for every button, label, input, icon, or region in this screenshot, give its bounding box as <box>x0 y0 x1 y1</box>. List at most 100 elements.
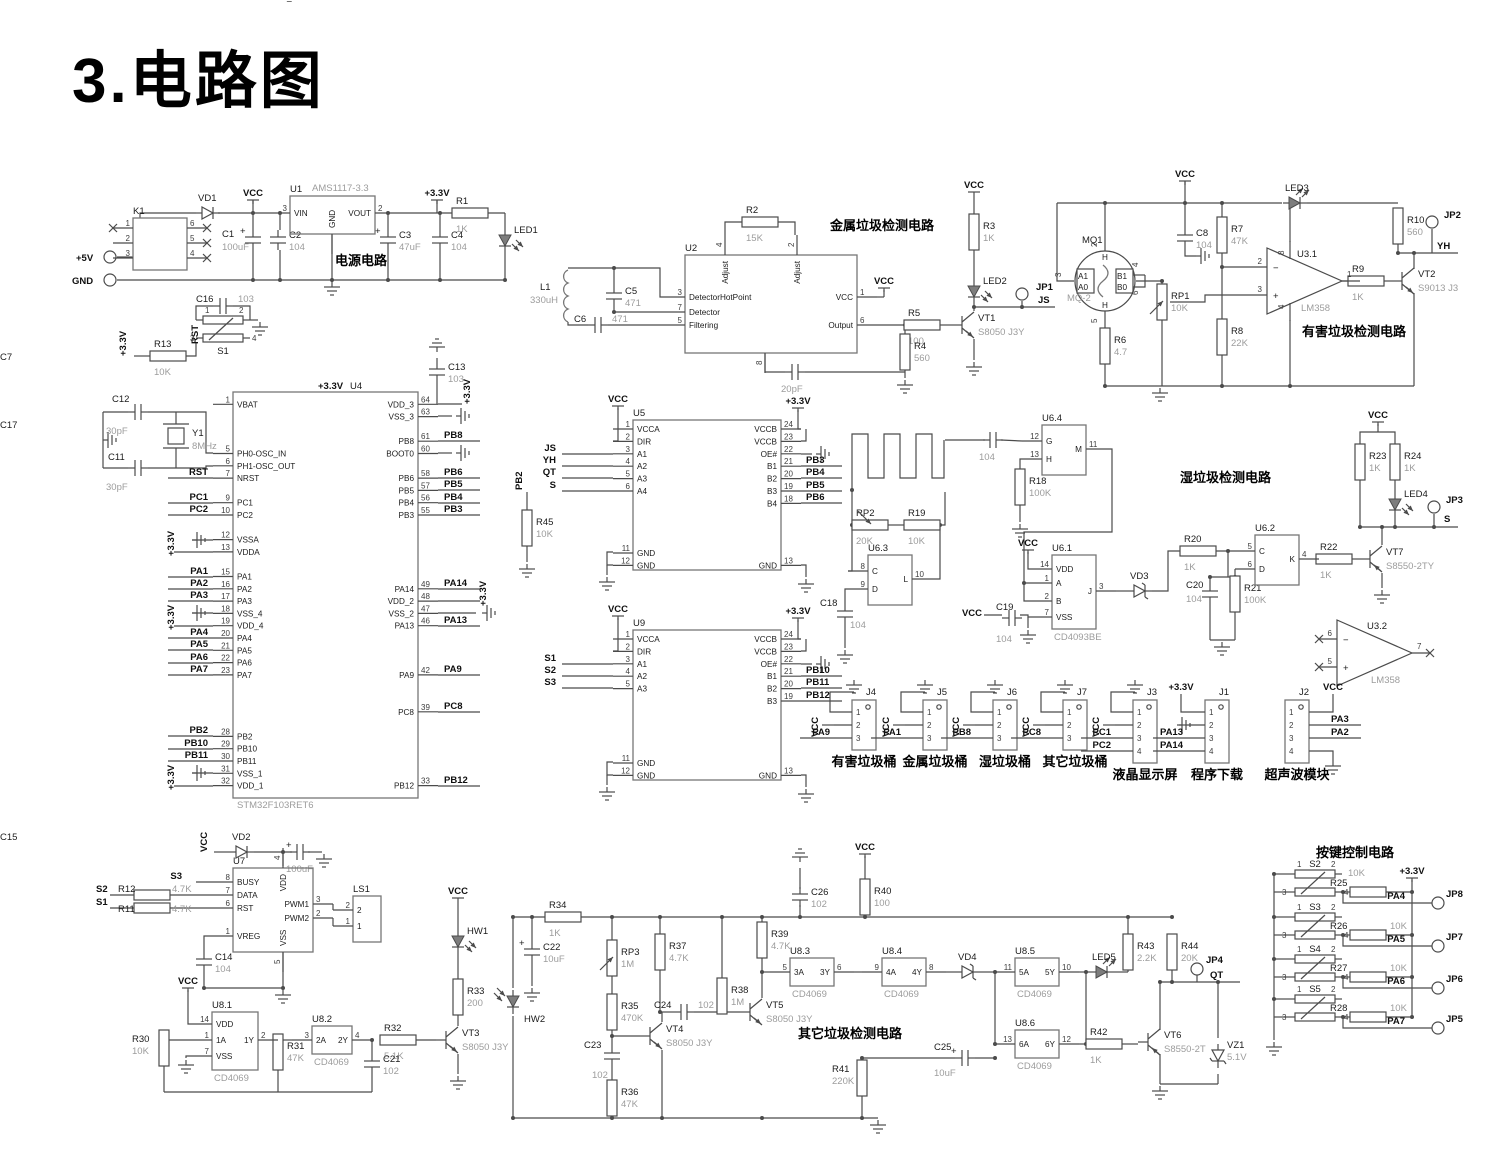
junction-dot <box>1393 525 1397 529</box>
resistor-R24 <box>1389 443 1401 481</box>
ic-ref: U1 <box>290 184 302 195</box>
power-flag: +3.3V <box>1399 866 1425 877</box>
pad-label: JP2 <box>1444 210 1461 221</box>
capacitor-value: 471 <box>612 314 628 325</box>
ic-pin-num: 1 <box>226 927 231 936</box>
switch-S2 <box>1294 887 1336 897</box>
ic-pin-name: Filtering <box>689 321 719 330</box>
junction-dot <box>1020 305 1024 309</box>
ic-pin-num: 11 <box>1004 963 1013 972</box>
ic-pin-num: 4 <box>626 667 631 676</box>
ic-pin-num: 8 <box>929 963 934 972</box>
wire <box>1300 996 1326 1020</box>
ic-pin-name: PC0 <box>237 0 253 2</box>
resistor-R18 <box>1014 468 1026 506</box>
resistor-ref: R19 <box>908 508 925 519</box>
ic-pin-name: 2Y <box>338 1036 349 1045</box>
net-label: YH <box>543 455 556 466</box>
ic-pin-name: C <box>872 567 878 576</box>
switch-pin: 1 <box>1297 945 1302 954</box>
resistor-R8 <box>1216 318 1228 356</box>
ic-pin-name: PA10 <box>395 0 415 2</box>
ic-pin-num: 5 <box>273 959 282 964</box>
diode-ref: LED1 <box>514 225 538 236</box>
net-label: PC8 <box>1023 727 1041 738</box>
capacitor-ref: C11 <box>108 452 125 463</box>
wire <box>203 935 213 952</box>
ground-icon <box>1214 642 1230 656</box>
junction-dot <box>1103 384 1107 388</box>
ic-pin-num: 2 <box>126 234 131 243</box>
ic-pin-name: B1 <box>767 672 777 681</box>
resistor-ref: R4 <box>914 341 926 352</box>
capacitor-value: 30pF <box>106 482 128 493</box>
ic-part: AMS1117-3.3 <box>312 183 369 194</box>
wire <box>1056 203 1074 282</box>
resistor-R27 <box>1349 971 1387 983</box>
wire <box>176 411 213 454</box>
switch-pin: 2 <box>1331 985 1336 994</box>
ic-pin-name: B5 <box>767 0 777 2</box>
ic-pin-num: 3 <box>678 288 683 297</box>
capacitor-ref: C6 <box>574 314 586 325</box>
resistor-ref: R21 <box>1244 583 1261 594</box>
switch-pin: 2 <box>239 306 244 315</box>
ground-icon <box>1012 524 1028 538</box>
resistor-ref: R1 <box>456 196 468 207</box>
resistor-R22 <box>1315 553 1353 565</box>
ic-pin-num: 10 <box>221 506 230 515</box>
wire <box>1133 275 1146 288</box>
arrow-head-icon <box>451 1046 457 1052</box>
ic-pin-name: PB3 <box>399 511 415 520</box>
connector-ref: J2 <box>1299 687 1309 698</box>
resistor-value: 4.7 <box>1114 347 1127 358</box>
connector-pin1-mark <box>1076 704 1082 710</box>
resistor-R21 <box>1229 575 1241 613</box>
power-flag: VCC <box>1091 717 1102 737</box>
resistor-R11 <box>133 902 171 914</box>
resistor-R43 <box>1122 933 1134 971</box>
resistor-ref: R31 <box>287 1041 304 1052</box>
resistor-value: 47K <box>621 1099 639 1110</box>
capacitor-ref: C1 <box>222 229 234 240</box>
ic-pin-name: M <box>1075 445 1082 454</box>
resistor-R31 <box>272 1033 284 1071</box>
ic-pin-num: 57 <box>421 481 430 490</box>
arrow-head-icon <box>1297 188 1303 194</box>
capacitor-ref: C4 <box>451 230 463 241</box>
junction-dot <box>760 915 764 919</box>
capacitor-ref: C24 <box>654 1000 671 1011</box>
polarity-plus: + <box>951 1046 957 1057</box>
net-label: JS <box>1038 295 1050 306</box>
net-label: PB4 <box>444 492 463 503</box>
connector-pin-num: 4 <box>1209 747 1214 756</box>
ic-pin-num: 48 <box>421 592 430 601</box>
switch-pin: 4 <box>1344 888 1349 897</box>
wire <box>1369 545 1383 557</box>
ic-pin-num: 31 <box>221 764 230 773</box>
ic-pin-name: PA14 <box>395 585 415 594</box>
ic-pin-name: PC15-OSC32_OUT <box>237 0 309 2</box>
ic-pin-num: 49 <box>421 580 430 589</box>
net-label: PB10 <box>806 665 830 676</box>
ground-icon <box>450 1076 466 1090</box>
power-flag: VCC <box>964 180 984 191</box>
inductor-ref: L1 <box>540 282 551 293</box>
wire <box>764 353 785 373</box>
net-label: JS <box>544 443 556 454</box>
resistor-value: 4.7K <box>669 953 689 964</box>
resistor-value: 47K <box>287 1053 305 1064</box>
ic-pin-name: B4 <box>767 499 777 508</box>
inductor-L1 <box>562 269 570 323</box>
ic-pin-name: B7 <box>767 0 777 2</box>
resistor-value: 2.2K <box>1137 953 1157 964</box>
wire <box>797 410 801 430</box>
ic-pin-num: 7 <box>626 0 631 2</box>
transistor-part: S8050 J3Y <box>766 1014 813 1025</box>
switch-ref: S4 <box>1309 944 1321 955</box>
ic-pin-name: Adjust <box>721 260 730 283</box>
crystal-Y1 <box>167 427 185 445</box>
ic-pin-num: 62 <box>421 0 430 2</box>
resistor-R44 <box>1166 933 1178 971</box>
